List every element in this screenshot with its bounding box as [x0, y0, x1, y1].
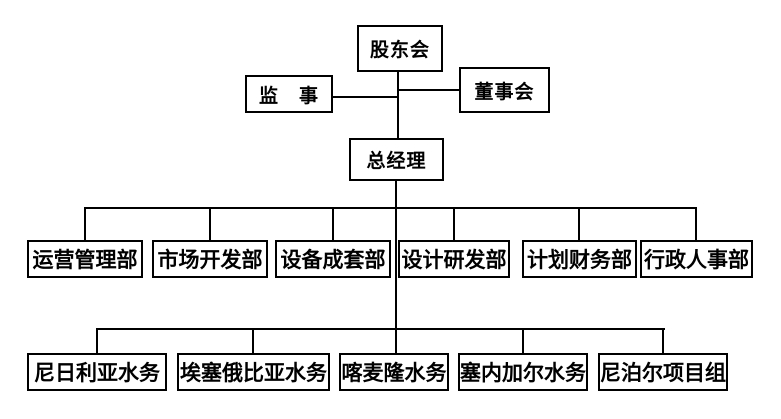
connector-project-drop: [522, 328, 524, 353]
project-cameroon-water-node: 喀麦隆水务: [339, 353, 449, 391]
node-label: 喀麦隆水务: [341, 362, 447, 385]
node-label: 运营管理部: [32, 249, 138, 272]
node-label: 设计研发部: [401, 249, 507, 272]
connector-department-drop: [84, 207, 86, 240]
node-label: 设备成套部: [280, 249, 386, 272]
node-label: 计划财务部: [527, 249, 632, 272]
dept-operations-management-node: 运营管理部: [27, 240, 143, 278]
node-label: 尼日利亚水务: [34, 362, 160, 385]
connector-project-bus: [96, 328, 665, 330]
connector-department-drop: [695, 207, 697, 240]
connector-department-bus: [85, 207, 697, 209]
node-label: 尼泊尔项目组: [600, 362, 726, 385]
project-ethiopia-water-node: 埃塞俄比亚水务: [177, 353, 330, 391]
project-nepal-project-team-node: 尼泊尔项目组: [598, 353, 728, 391]
dept-admin-hr-node: 行政人事部: [640, 240, 753, 278]
node-label: 股东会: [369, 40, 430, 61]
connector-gm-trunk: [395, 181, 397, 353]
supervisor-node: 监 事: [245, 75, 333, 113]
node-label: 行政人事部: [644, 249, 749, 272]
node-label: 埃塞俄比亚水务: [180, 362, 327, 385]
dept-planning-finance-node: 计划财务部: [522, 240, 637, 278]
dept-market-development-node: 市场开发部: [152, 240, 268, 278]
node-label: 市场开发部: [157, 249, 263, 272]
connector-project-drop: [96, 328, 98, 353]
project-nigeria-water-node: 尼日利亚水务: [27, 353, 167, 391]
shareholders-meeting-node: 股东会: [357, 25, 443, 72]
connector-department-drop: [453, 207, 455, 240]
connector-department-drop: [332, 207, 334, 240]
node-label: 总经理: [366, 151, 427, 172]
connector-supervisor-branch: [333, 96, 398, 98]
connector-project-drop: [662, 328, 664, 353]
node-label: 监 事: [258, 85, 319, 107]
node-label: 塞内加尔水务: [460, 362, 586, 385]
connector-board-branch: [398, 89, 459, 91]
connector-department-drop: [578, 207, 580, 240]
board-of-directors-node: 董事会: [459, 67, 550, 113]
dept-design-rd-node: 设计研发部: [398, 240, 510, 278]
connector-project-drop: [252, 328, 254, 353]
dept-equipment-complete-sets-node: 设备成套部: [275, 240, 391, 278]
connector-shareholders-to-gm: [397, 72, 399, 138]
general-manager-node: 总经理: [349, 138, 444, 181]
connector-department-drop: [209, 207, 211, 240]
project-senegal-water-node: 塞内加尔水务: [458, 353, 588, 391]
node-label: 董事会: [474, 81, 535, 103]
